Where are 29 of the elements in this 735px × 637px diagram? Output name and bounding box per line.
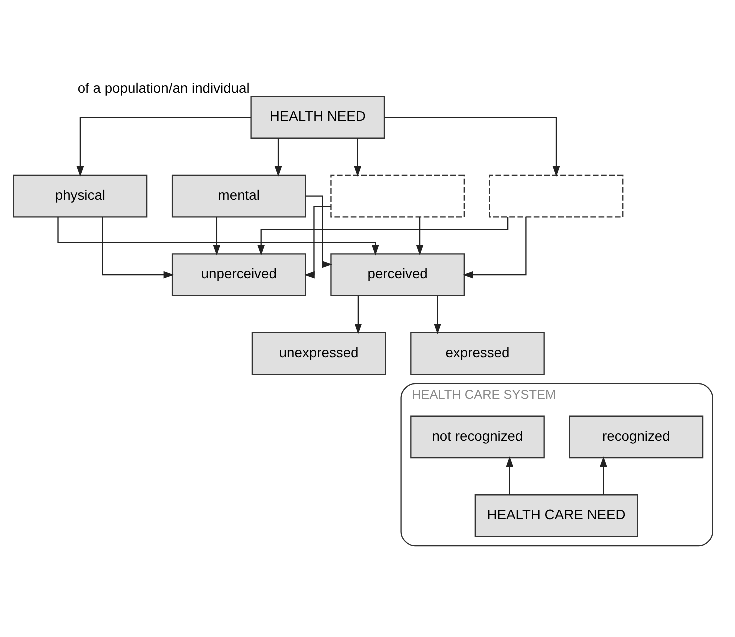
arrow	[76, 116, 251, 177]
arrow	[305, 196, 332, 268]
arrow	[506, 456, 514, 495]
arrow	[257, 217, 508, 256]
arrow	[212, 217, 220, 256]
node-box: expressed	[410, 332, 544, 376]
arrow	[304, 206, 331, 279]
arrow	[57, 217, 379, 256]
node-box: HEALTH NEED	[250, 96, 385, 139]
arrow	[274, 138, 282, 177]
arrow	[600, 456, 607, 495]
arrow	[462, 217, 526, 279]
node-box: physical	[12, 174, 148, 218]
node-box: HEALTH CARE NEED	[474, 494, 638, 538]
arrow	[434, 296, 441, 334]
node-box: recognized	[568, 416, 704, 459]
node-box: unexpressed	[251, 332, 386, 376]
node-box	[330, 174, 464, 218]
node-box	[488, 174, 624, 218]
arrow	[384, 116, 560, 177]
node-box: perceived	[330, 254, 464, 296]
arrow	[416, 217, 424, 256]
node-label: of a population/an individual	[77, 80, 250, 96]
node-box: unperceived	[171, 254, 306, 296]
arrow	[354, 138, 362, 177]
node-box: mental	[171, 174, 306, 218]
node-box: not recognized	[410, 416, 544, 459]
arrow	[354, 296, 362, 334]
arrow	[102, 217, 174, 279]
